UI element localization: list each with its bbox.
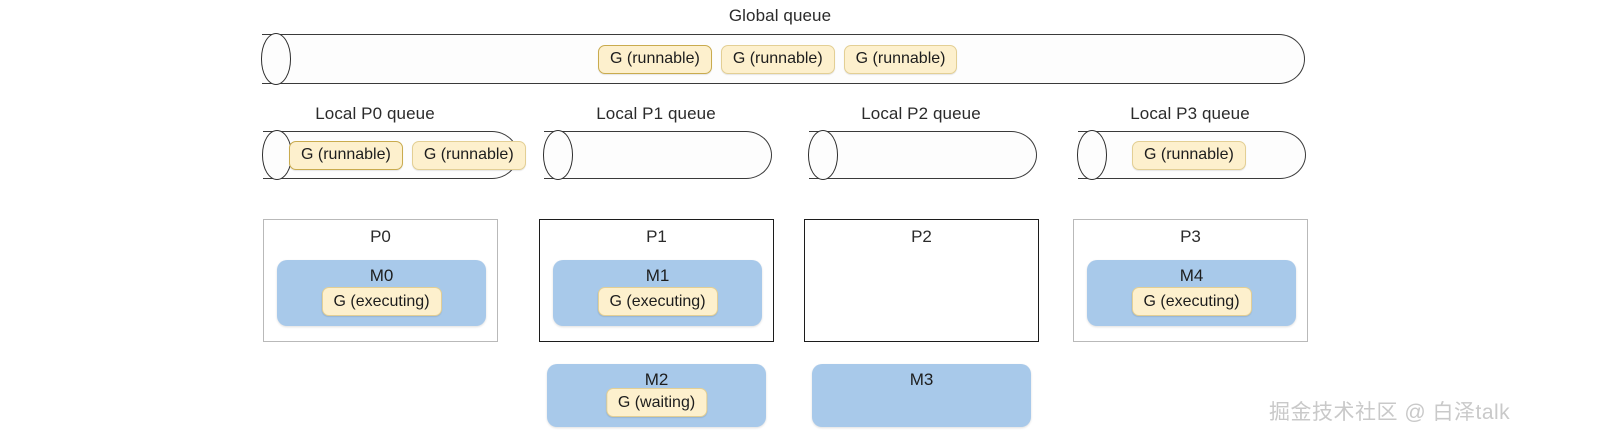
global-queue-goroutine[interactable]: G (runnable) xyxy=(598,44,712,74)
machine-box-m2[interactable]: M2 G (waiting) xyxy=(547,364,766,427)
machine-label: M1 xyxy=(645,266,670,285)
local-queue-goroutine[interactable]: G (runnable) xyxy=(1132,140,1246,170)
global-queue-cylinder: G (runnable) G (runnable) G (runnable) xyxy=(261,33,1305,85)
global-queue-goroutine[interactable]: G (runnable) xyxy=(720,44,835,74)
local-queue-goroutine[interactable]: G (runnable) xyxy=(289,140,403,170)
watermark: 掘金技术社区 @ 白泽talk xyxy=(1269,401,1511,424)
global-queue-goroutine[interactable]: G (runnable) xyxy=(843,44,958,74)
local-queue-label-p0: Local P0 queue xyxy=(315,104,435,123)
machine-box-m3[interactable]: M3 xyxy=(812,364,1031,427)
local-queue-cylinder-p1 xyxy=(543,130,772,180)
global-queue-label: Global queue xyxy=(728,6,832,25)
machine-box-m4[interactable]: M4 G (executing) xyxy=(1087,260,1296,326)
machine-box-m1[interactable]: M1 G (executing) xyxy=(553,260,762,326)
local-queue-goroutine[interactable]: G (runnable) xyxy=(411,140,526,170)
local-queue-cylinder-p2 xyxy=(808,130,1037,180)
machine-goroutine[interactable]: G (executing) xyxy=(597,287,718,316)
processor-label: P1 xyxy=(646,227,667,246)
machine-goroutine[interactable]: G (waiting) xyxy=(605,388,708,417)
processor-box-p3[interactable]: P3 M4 G (executing) xyxy=(1073,219,1308,342)
machine-box-m0[interactable]: M0 G (executing) xyxy=(277,260,486,326)
processor-label: P0 xyxy=(370,227,391,246)
local-queue-label-p1: Local P1 queue xyxy=(596,104,716,123)
processor-label: P3 xyxy=(1180,227,1201,246)
processor-box-p2[interactable]: P2 xyxy=(804,219,1039,342)
processor-box-p1[interactable]: P1 M1 G (executing) xyxy=(539,219,774,342)
processor-box-p0[interactable]: P0 M0 G (executing) xyxy=(263,219,498,342)
local-queue-cylinder-p3: G (runnable) xyxy=(1077,130,1306,180)
machine-label: M4 xyxy=(1179,266,1204,285)
local-queue-label-p3: Local P3 queue xyxy=(1130,104,1250,123)
machine-goroutine[interactable]: G (executing) xyxy=(1131,287,1252,316)
machine-goroutine[interactable]: G (executing) xyxy=(321,287,442,316)
local-queue-cylinder-p0: G (runnable) G (runnable) xyxy=(262,130,526,180)
local-queue-label-p2: Local P2 queue xyxy=(861,104,981,123)
processor-label: P2 xyxy=(911,227,932,246)
machine-label: M3 xyxy=(909,370,934,389)
machine-label: M2 xyxy=(644,370,669,389)
machine-label: M0 xyxy=(369,266,394,285)
